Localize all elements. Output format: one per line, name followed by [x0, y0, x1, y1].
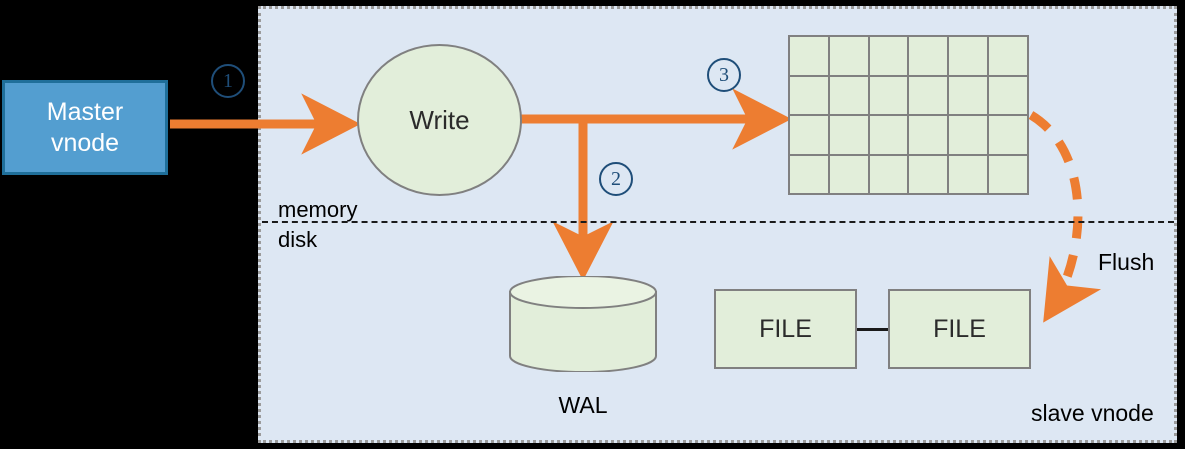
memory-disk-divider [262, 221, 1174, 223]
memtable-cell [869, 37, 908, 75]
step-number-3: 3 [707, 58, 741, 92]
master-vnode-box: Master vnode [2, 80, 168, 175]
memtable-cell [909, 116, 948, 154]
memtable-cell [989, 76, 1027, 114]
step-number-2: 2 [599, 162, 633, 196]
file-box-2: FILE [888, 289, 1031, 369]
memtable-cell [829, 76, 868, 114]
step-number-1-text: 1 [223, 69, 233, 92]
file-link-connector [857, 328, 888, 331]
memtable-cell [949, 37, 988, 75]
memtable-cell [909, 155, 948, 193]
memtable-cell [909, 76, 948, 114]
memtable-cell [829, 37, 868, 75]
memtable-cell [869, 116, 908, 154]
master-vnode-label-line2: vnode [50, 128, 120, 157]
step-number-2-text: 2 [611, 167, 621, 190]
write-node: Write [357, 44, 522, 196]
memtable-cell [869, 76, 908, 114]
memtable-cell [829, 155, 868, 193]
file-box-2-label: FILE [933, 314, 986, 343]
write-node-label: Write [409, 104, 470, 135]
step-number-1: 1 [211, 64, 245, 98]
disk-zone-label: disk [278, 227, 318, 252]
memtable-cell [989, 155, 1027, 193]
memtable-grid [788, 35, 1029, 195]
memtable-cell [909, 37, 948, 75]
slave-vnode-label: slave vnode [1031, 400, 1154, 426]
wal-label: WAL [558, 392, 608, 418]
memtable-cell [989, 116, 1027, 154]
memtable-cell [790, 76, 828, 114]
memtable-cell [949, 76, 988, 114]
memtable-cell [790, 155, 828, 193]
memory-zone-label: memory [278, 197, 358, 222]
file-box-1-label: FILE [759, 314, 812, 343]
wal-cylinder [508, 275, 658, 373]
database-cylinder-icon [509, 275, 657, 373]
memtable-cell [949, 155, 988, 193]
memtable-cell [790, 37, 828, 75]
flush-label: Flush [1098, 249, 1155, 275]
memtable-cell [790, 116, 828, 154]
step-number-3-text: 3 [719, 63, 729, 86]
memtable-cell [869, 155, 908, 193]
master-vnode-label-line1: Master [46, 98, 124, 126]
memtable-cell [989, 37, 1027, 75]
memtable-cell [949, 116, 988, 154]
memtable-cell [829, 116, 868, 154]
file-box-1: FILE [714, 289, 857, 369]
